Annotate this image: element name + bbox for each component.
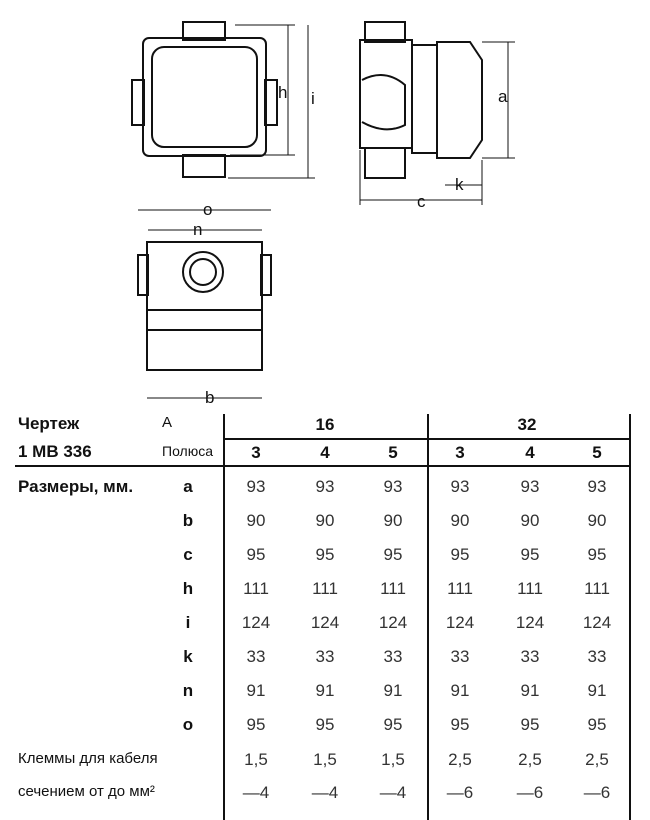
terminal-from: 1,5	[381, 750, 405, 769]
dimension-key: b	[182, 511, 194, 530]
terminal-from: 1,5	[244, 750, 268, 769]
table-cell: 90	[520, 511, 540, 530]
poles-header: 5	[592, 443, 602, 462]
table-cell: 95	[315, 715, 335, 734]
poles-label: Полюса	[162, 443, 213, 459]
table-cell: 124	[582, 613, 612, 632]
poles-header: 3	[251, 443, 261, 462]
dimension-key: h	[182, 579, 194, 598]
table-cell: 111	[312, 579, 338, 598]
table-cell: 91	[383, 681, 403, 700]
dim-n: n	[193, 220, 202, 239]
terminal-to: —4	[379, 783, 407, 802]
table-cell: 33	[520, 647, 540, 666]
table-cell: 90	[246, 511, 266, 530]
terminals-label-1: Клеммы для кабеля	[18, 750, 158, 767]
table-cell: 124	[378, 613, 408, 632]
table-cell: 90	[450, 511, 470, 530]
table-cell: 95	[383, 715, 403, 734]
table-cell: 33	[587, 647, 607, 666]
terminal-to: —4	[242, 783, 270, 802]
terminal-from: 2,5	[585, 750, 609, 769]
dimension-key: a	[183, 477, 193, 496]
dim-h: h	[278, 83, 287, 102]
table-cell: 91	[520, 681, 540, 700]
table-cell: 93	[520, 477, 540, 496]
terminal-from: 2,5	[448, 750, 472, 769]
table-cell: 91	[246, 681, 266, 700]
poles-header: 3	[455, 443, 465, 462]
terminal-from: 2,5	[518, 750, 542, 769]
table-cell: 95	[246, 715, 266, 734]
table-cell: 90	[383, 511, 403, 530]
dimension-key: i	[185, 613, 191, 632]
poles-header: 4	[320, 443, 330, 462]
table-cell: 90	[315, 511, 335, 530]
dim-a: a	[498, 87, 508, 106]
table-cell: 124	[445, 613, 475, 632]
table-cell: 111	[380, 579, 406, 598]
dim-o: o	[203, 200, 212, 219]
table-cell: 95	[246, 545, 266, 564]
table-cell: 111	[447, 579, 473, 598]
table-cell: 93	[450, 477, 470, 496]
dimension-key: o	[182, 715, 194, 734]
bottom-view: o n b	[137, 200, 272, 407]
table-cell: 93	[246, 477, 266, 496]
terminals-label-2: сечением от до мм²	[18, 783, 155, 800]
table-cell: 91	[587, 681, 607, 700]
table-cell: 111	[584, 579, 610, 598]
table-cell: 95	[315, 545, 335, 564]
dim-b: b	[205, 388, 214, 407]
table-cell: 124	[515, 613, 545, 632]
table-cell: 95	[587, 545, 607, 564]
table-cell: 93	[383, 477, 403, 496]
table-cell: 93	[315, 477, 335, 496]
terminal-from: 1,5	[313, 750, 337, 769]
drawing-number: 1 MB 336	[18, 442, 92, 461]
amp-16: 16	[315, 415, 335, 434]
poles-header: 4	[525, 443, 535, 462]
terminal-to: —6	[583, 783, 611, 802]
technical-drawing: h i a k c o n b	[131, 21, 515, 407]
table-cell: 111	[243, 579, 269, 598]
amp-32: 32	[517, 415, 537, 434]
table-cell: 33	[246, 647, 266, 666]
table-cell: 33	[383, 647, 403, 666]
drawing-label: Чертеж	[18, 414, 80, 433]
table-cell: 95	[520, 545, 540, 564]
dimension-key: n	[182, 681, 194, 700]
side-view: a k c	[359, 21, 515, 211]
table-cell: 95	[520, 715, 540, 734]
table-cell: 95	[450, 545, 470, 564]
front-view: h i	[131, 21, 315, 179]
table-cell: 90	[587, 511, 607, 530]
table-cell: 91	[315, 681, 335, 700]
poles-header: 5	[388, 443, 398, 462]
dim-c: c	[417, 192, 426, 211]
table-cell: 124	[310, 613, 340, 632]
dim-i: i	[311, 89, 315, 108]
table-cell: 95	[587, 715, 607, 734]
amp-label: A	[162, 414, 173, 431]
table-cell: 95	[450, 715, 470, 734]
table-cell: 33	[315, 647, 335, 666]
table-cell: 124	[241, 613, 271, 632]
table-cell: 111	[517, 579, 543, 598]
dimension-key: k	[183, 647, 193, 666]
dimensions-label: Размеры, мм.	[18, 477, 134, 496]
table-cell: 95	[383, 545, 403, 564]
terminal-to: —6	[446, 783, 474, 802]
terminal-to: —4	[311, 783, 339, 802]
terminal-to: —6	[516, 783, 544, 802]
table-cell: 33	[450, 647, 470, 666]
table-cell: 93	[587, 477, 607, 496]
table-cell: 91	[450, 681, 470, 700]
dimension-key: c	[183, 545, 193, 564]
dim-k: k	[455, 175, 464, 194]
